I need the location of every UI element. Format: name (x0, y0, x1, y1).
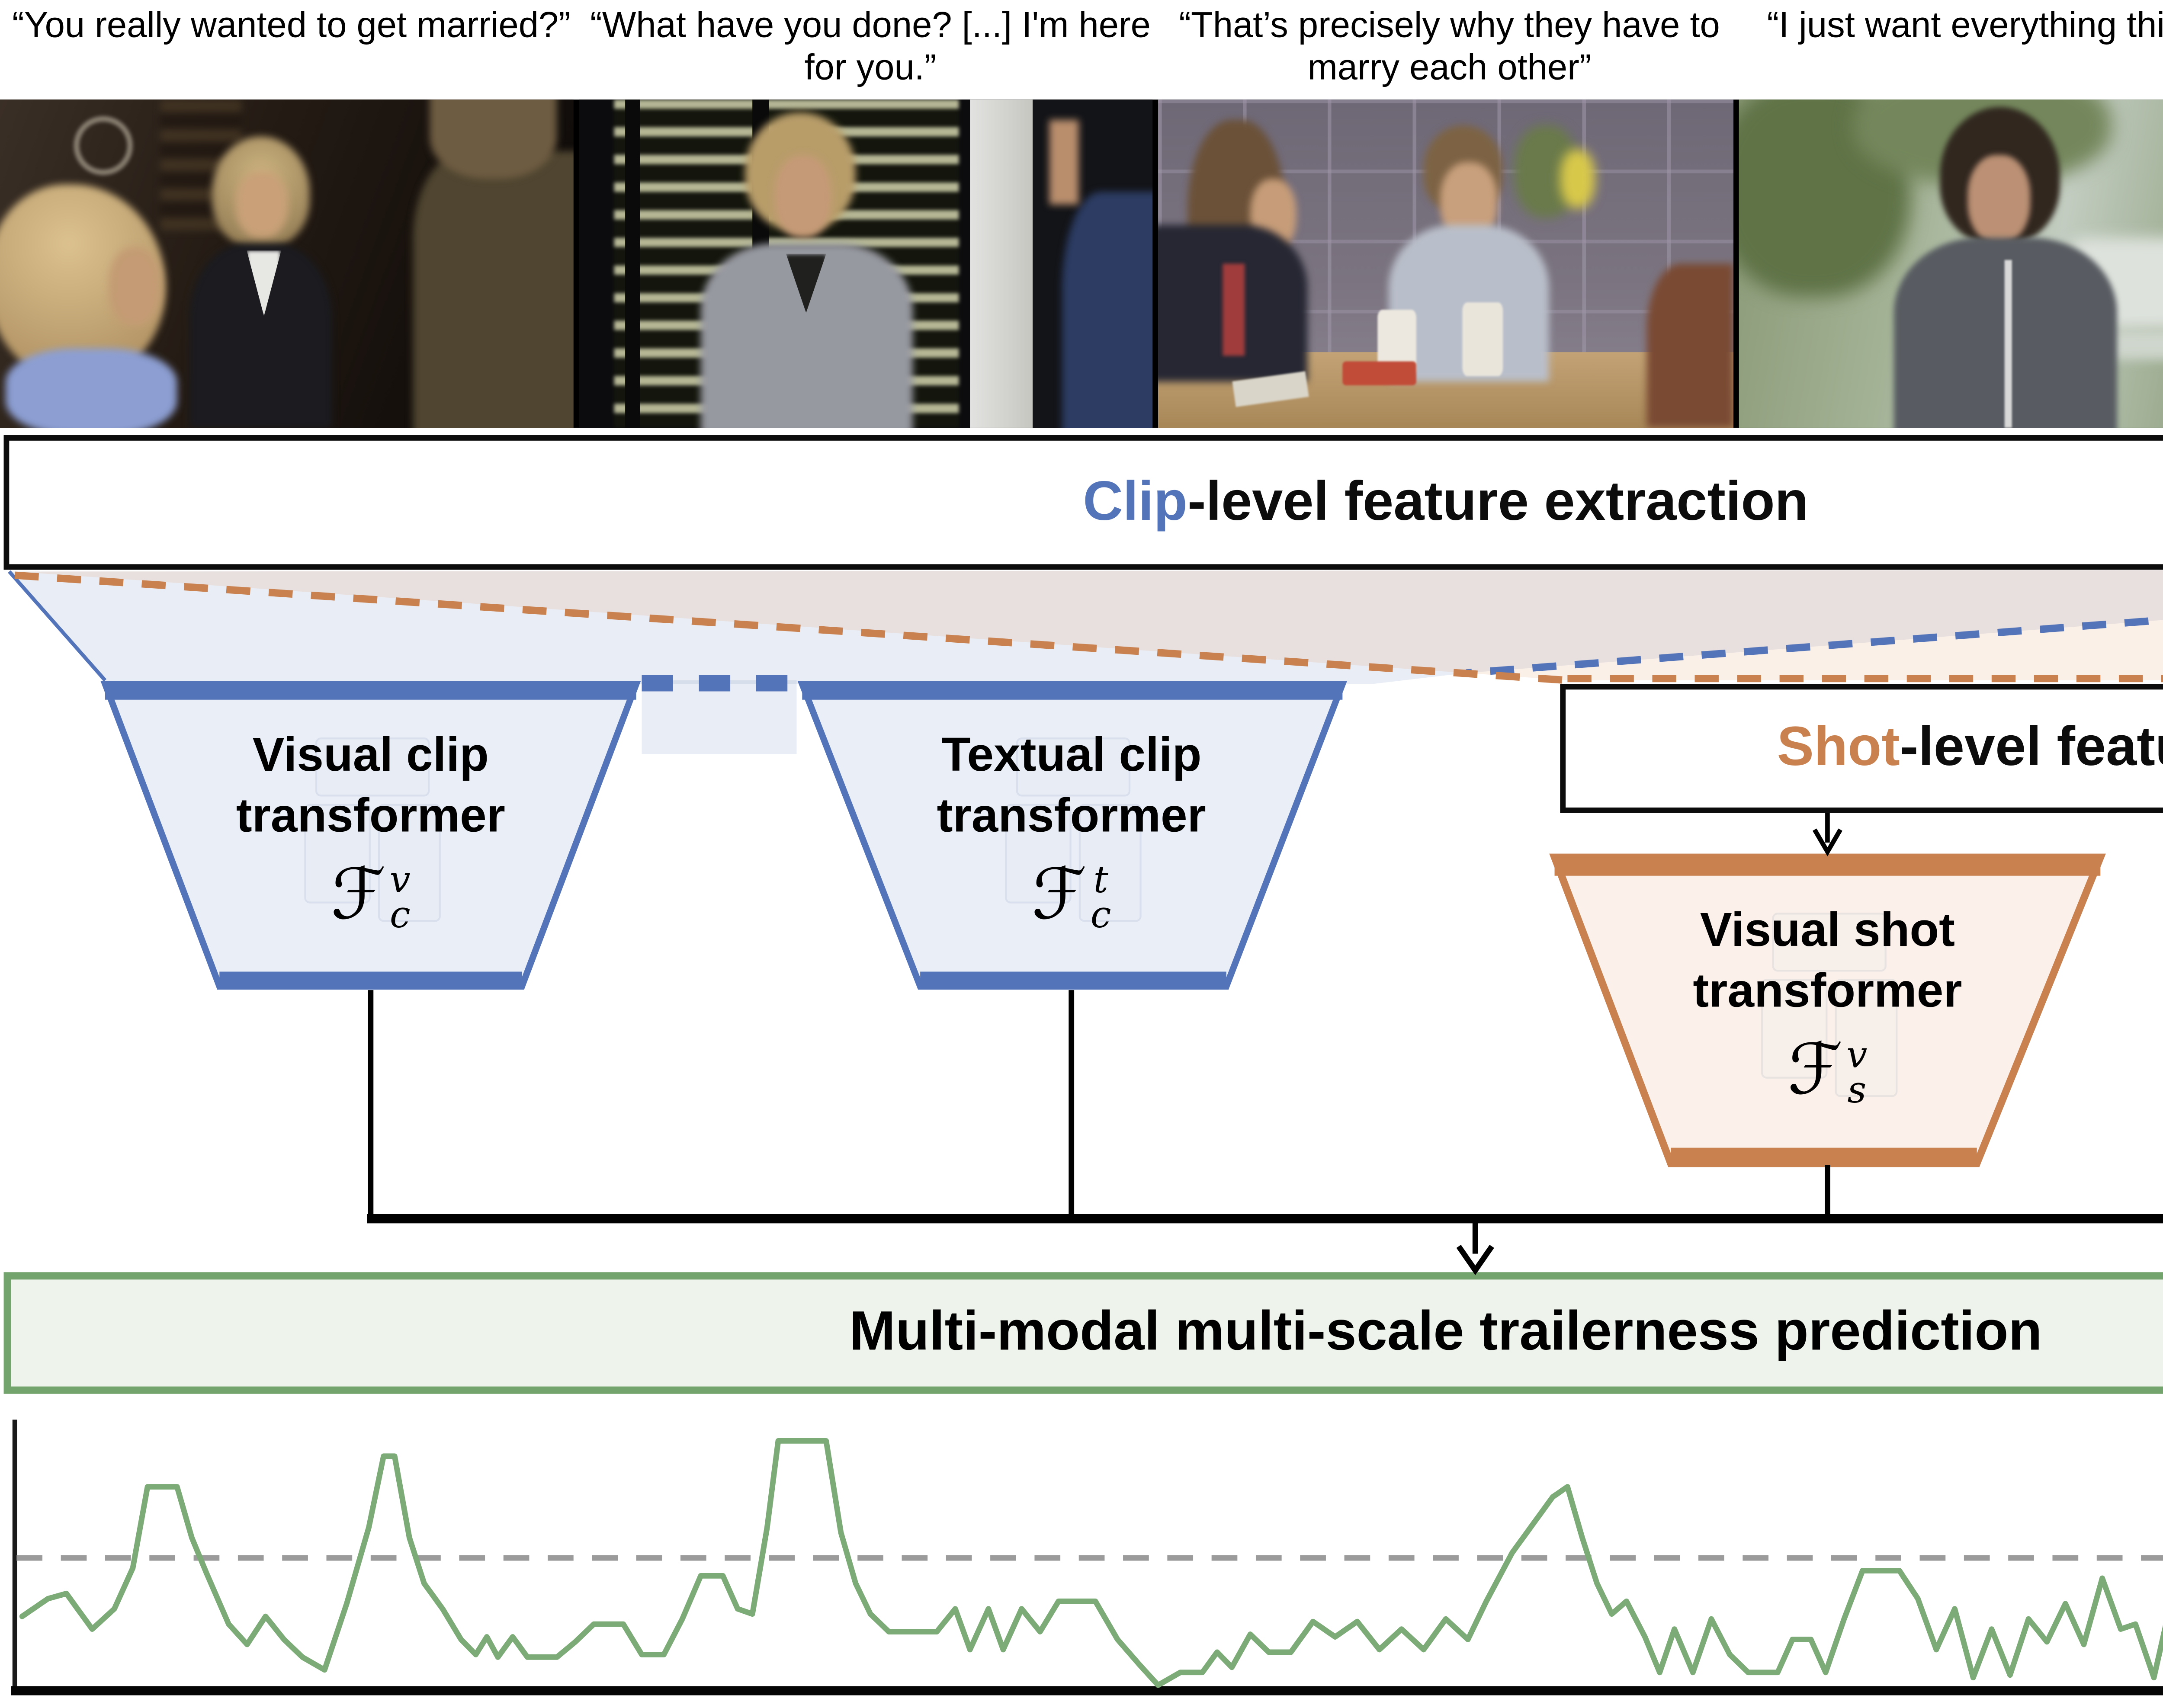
man-coat (413, 152, 574, 428)
quote-caption-2: “What have you done? [...] I'm here for … (590, 5, 1151, 90)
module-title-line2: transformer (1693, 963, 1962, 1019)
film-still-2 (579, 99, 1153, 428)
woman-face (1967, 155, 2031, 244)
module-title-line1: Visual clip (252, 726, 489, 782)
quote-caption-4: “I just want everything this time.” (1767, 5, 2163, 46)
module-title-line2: transformer (236, 788, 505, 843)
shot-level-bar-highlight: Shot (1777, 717, 1900, 778)
man-face (774, 155, 832, 237)
film-still-1 (0, 99, 574, 428)
neck-sliver (1050, 119, 1079, 205)
window-mullion-1 (625, 99, 640, 428)
clip-funnel-region (9, 570, 2163, 684)
film-still-3 (1159, 99, 1733, 428)
clip-funnel-right-edge (1466, 616, 2163, 677)
transformer-watermark-3 (1761, 913, 1898, 1115)
shot-funnel-left-edge (14, 571, 1568, 684)
prediction-arrow-head (1456, 1244, 1494, 1275)
film-still-4 (1738, 99, 2163, 428)
score-line (19, 1438, 2163, 1688)
woman-red-collar (1222, 263, 1245, 356)
red-book (1342, 362, 1417, 385)
module-title-line1: Textual clip (941, 726, 1202, 782)
quote-caption-3: “That’s precisely why they have to marry… (1179, 5, 1720, 90)
foreground-shoulder (1646, 263, 1733, 428)
module-title-line1: Visual shot (1700, 901, 1955, 957)
transformer-watermark-2 (1005, 737, 1142, 940)
plant-flowers (1560, 148, 1595, 208)
shot-funnel-region (15, 570, 2163, 680)
suit-shoulder (1061, 191, 1153, 428)
clip-level-bar: Clip-level feature extraction (3, 435, 2163, 570)
prediction-bar: Multi-modal multi-scale trailerness pred… (3, 1272, 2163, 1394)
woman2-face (235, 172, 287, 237)
quote-caption-1: “You really wanted to get married?” (12, 5, 571, 46)
shot-arrow-left-head (1812, 828, 1842, 856)
man-hair (430, 99, 557, 179)
jacket-zipper (2004, 260, 2012, 428)
prediction-bar-label: Multi-modal multi-scale trailerness pred… (849, 1301, 2042, 1363)
shot-level-bar: Shot-level feature aggregation (1560, 684, 2163, 813)
clip-funnel-gap (642, 680, 797, 754)
clip-level-bar-rest: -level feature extraction (1187, 471, 1809, 532)
woman1-scarf (6, 349, 178, 428)
woman1-face (109, 247, 161, 326)
trailerness-chart (11, 1420, 2163, 1695)
module-title-line2: transformer (937, 788, 1206, 843)
shot-level-bar-rest: -level feature aggregation (1900, 717, 2163, 778)
white-pillar (969, 99, 1033, 428)
clip-level-bar-highlight: Clip (1083, 471, 1187, 532)
film-strip (0, 99, 2163, 428)
clip-funnel-left-edge (8, 570, 107, 682)
mug-2 (1463, 303, 1503, 375)
transformer-watermark-1 (304, 737, 441, 940)
